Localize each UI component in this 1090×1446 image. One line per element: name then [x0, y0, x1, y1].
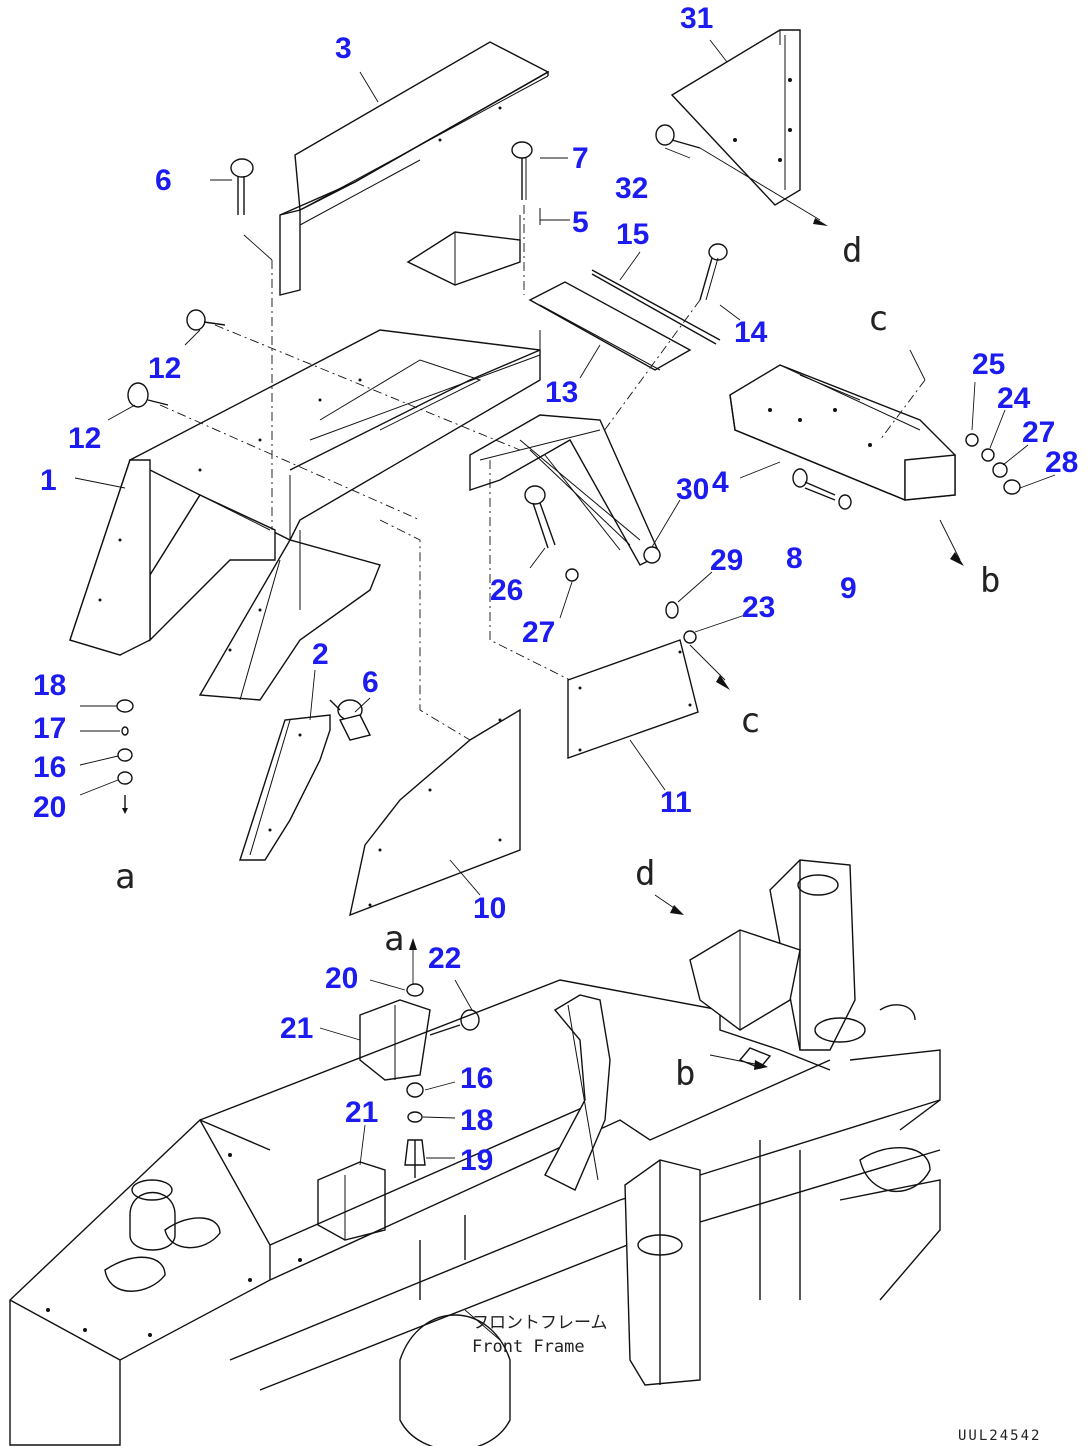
part-label-1: 1: [40, 464, 57, 497]
part-6-top-bolt: [230, 158, 273, 530]
view-ref-d-bottom: d: [635, 854, 655, 894]
part-label-12-upper: 12: [148, 352, 181, 385]
part-label-30: 30: [676, 473, 709, 506]
part-label-32: 32: [615, 172, 648, 205]
part-label-15: 15: [616, 218, 649, 251]
part-label-31: 31: [680, 2, 713, 35]
part-label-18-bottom: 18: [460, 1104, 493, 1137]
part-label-25: 25: [972, 348, 1005, 381]
part-label-4: 4: [712, 466, 729, 499]
view-ref-c-center: c: [740, 701, 760, 741]
part-label-7: 7: [572, 142, 589, 175]
part-label-12-lower: 12: [68, 422, 101, 455]
left-small-hardware: [116, 699, 134, 814]
part-label-8: 8: [786, 542, 803, 575]
view-ref-c-right: c: [868, 299, 888, 339]
part-number-labels: 1 2 3 4 5 6 6 7 8 9 10 11 12 12 13 14 15…: [33, 2, 1078, 1177]
part-label-27-right: 27: [1022, 416, 1055, 449]
part-label-5: 5: [572, 206, 589, 239]
caption-japanese: フロントフレーム: [472, 1313, 608, 1333]
view-ref-a-left: a: [115, 857, 135, 897]
part-label-21-upper: 21: [280, 1012, 313, 1045]
part-label-20-bottom: 20: [325, 962, 358, 995]
part-label-18-left: 18: [33, 669, 66, 702]
part-4-cross-member: [729, 349, 1021, 566]
part-label-16-left: 16: [33, 751, 66, 784]
part-label-23: 23: [742, 591, 775, 624]
part-label-20-left: 20: [33, 791, 66, 824]
part-label-29: 29: [710, 544, 743, 577]
part-label-26: 26: [490, 574, 523, 607]
part-1-main-body: [69, 324, 661, 741]
caption-english: Front Frame: [472, 1337, 585, 1357]
part-3-top-cover: [279, 41, 550, 296]
part-31-plate: [655, 29, 828, 226]
view-ref-b-bottom: b: [675, 1054, 695, 1094]
part-label-17: 17: [33, 712, 66, 745]
part-5-bracket: [406, 141, 541, 295]
part-label-28: 28: [1045, 446, 1078, 479]
frame-caption: フロントフレーム Front Frame: [464, 1309, 608, 1357]
part-label-9: 9: [840, 572, 857, 605]
part-10-plate: [349, 708, 521, 917]
part-label-22: 22: [428, 942, 461, 975]
part-label-11: 11: [660, 786, 692, 819]
part-12-bolts: [127, 309, 226, 408]
part-label-19: 19: [460, 1144, 493, 1177]
small-hardware-center: [524, 485, 730, 690]
bottom-bracket-assembly: [317, 938, 480, 1241]
part-label-21-lower: 21: [345, 1096, 378, 1129]
part-label-10: 10: [473, 892, 506, 925]
part-label-24: 24: [997, 382, 1031, 415]
view-ref-b-right: b: [980, 561, 1000, 601]
part-label-6-lower: 6: [362, 666, 379, 699]
view-ref-d-top: d: [842, 231, 862, 271]
part-label-16-bottom: 16: [460, 1062, 493, 1095]
part-label-6-upper: 6: [155, 164, 172, 197]
front-frame: [9, 859, 941, 1446]
part-11-plate: [567, 639, 699, 759]
part-label-14: 14: [734, 316, 768, 349]
part-15-13-14: [528, 243, 728, 451]
part-label-2: 2: [312, 638, 329, 671]
part-label-3: 3: [335, 32, 352, 65]
drawing-code: UUL24542: [958, 1428, 1041, 1444]
view-ref-a-bottom: a: [384, 919, 404, 959]
leader-lines: [74, 39, 1056, 1166]
part-label-13: 13: [545, 376, 578, 409]
part-label-27-center: 27: [522, 616, 555, 649]
part-2-side-plate: [239, 699, 372, 861]
view-reference-letters: a a b b c c d d: [115, 231, 1000, 1094]
